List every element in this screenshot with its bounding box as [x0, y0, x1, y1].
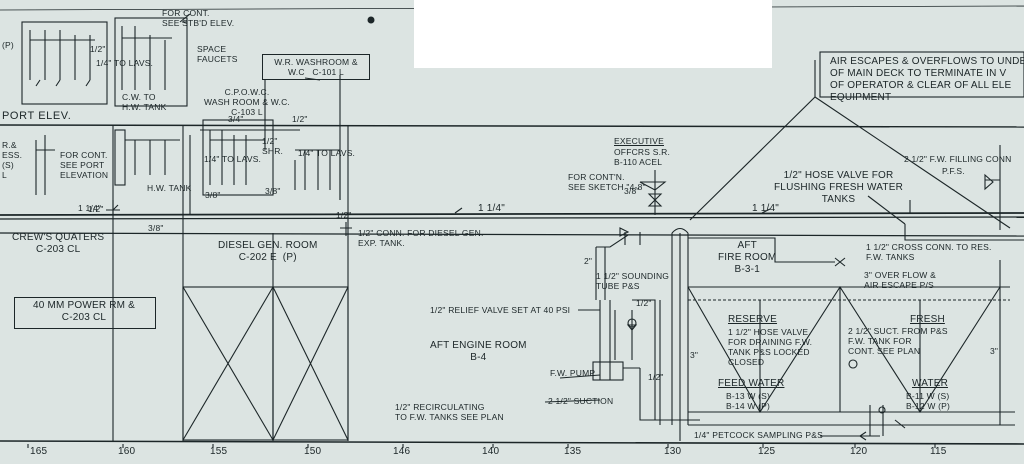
- executive-offcrs-label: OFFCRS S.R. B-110 ACEL: [614, 147, 671, 167]
- frame-number: 150: [304, 446, 322, 457]
- reserve-title: RESERVE: [728, 314, 778, 325]
- fw-pump-label: F.W. PUMP: [550, 368, 596, 378]
- three-quarter-label: 3/4": [228, 114, 244, 124]
- power-rm-box: [14, 297, 156, 329]
- reserve-note: 1 1/2" HOSE VALVE FOR DRAINING F.W. TANK…: [728, 327, 813, 367]
- cont-port-note: FOR CONT. SEE PORT ELEVATION: [60, 150, 109, 180]
- frame-number: 125: [758, 446, 776, 457]
- executive-title: EXECUTIVE: [614, 136, 664, 146]
- recirculating-label: 1/2" RECIRCULATING TO F.W. TANKS SEE PLA…: [395, 402, 504, 422]
- see-sketch-note: FOR CONT'N. SEE SKETCH "4-8": [568, 172, 646, 192]
- conn-diesel-label: 1/2" CONN. FOR DIESEL GEN. EXP. TANK.: [358, 228, 484, 248]
- petcock-label: 1/4" PETCOCK SAMPLING P&S: [694, 430, 823, 440]
- three-inch-b-label: 3": [990, 346, 999, 356]
- main-size-b-label: 1 1/4": [478, 203, 505, 214]
- fill-conn-label: 2 1/2" F.W. FILLING CONN: [904, 154, 1012, 164]
- three-eighths-b-label: 3/8": [265, 186, 281, 196]
- blank-patch: [414, 0, 772, 68]
- water-tanks: B-11 W (S) B-12 W (P): [906, 391, 951, 411]
- left-fragment-label: R.& ESS. (S) L: [2, 140, 23, 180]
- half-inch-top-label: 1/2": [90, 44, 106, 54]
- hw-tank-label: H.W. TANK: [147, 183, 192, 193]
- frame-number: 160: [118, 446, 136, 457]
- water-title: WATER: [912, 378, 948, 389]
- two-inch-label: 2": [584, 256, 593, 266]
- p-fragment: (P): [2, 40, 14, 50]
- half-inch-a-label: 1/2": [636, 298, 652, 308]
- to-lavs-mid-label: 1/4" TO LAVS.: [204, 154, 262, 164]
- half-upper-label: 1/2": [292, 114, 308, 124]
- pfs-label: P.F.S.: [942, 166, 965, 176]
- fresh-note: 2 1/2" SUCT. FROM P&S F.W. TANK FOR CONT…: [848, 326, 948, 356]
- one-half-a-label: 1/2": [88, 204, 104, 214]
- cross-conn-label: 1 1/2" CROSS CONN. TO RES. F.W. TANKS: [866, 242, 992, 262]
- main-size-c-label: 1 1/4": [752, 203, 779, 214]
- main-three-eighths-label: 3/8": [148, 223, 164, 233]
- flushing-note: 1/2" HOSE VALVE FOR FLUSHING FRESH WATER…: [774, 170, 904, 205]
- relief-valve-label: 1/2" RELIEF VALVE SET AT 40 PSI: [430, 305, 571, 315]
- three-eighths-a-label: 3/8": [205, 190, 221, 200]
- frame-number: 155: [210, 446, 228, 457]
- diesel-gen-room-label: DIESEL GEN. ROOM C-202 E (P): [218, 240, 318, 263]
- shr-label: 1/2" SHR.: [262, 136, 284, 156]
- crow-washroom-label: C.P.O.W.C. WASH ROOM & W.C. C-103 L: [204, 87, 290, 117]
- port-elev-title: PORT ELEV.: [2, 110, 72, 122]
- half-inch-b-label: 1/2": [648, 372, 664, 382]
- frame-number: 146: [393, 446, 411, 457]
- sounding-tube-label: 1 1/2" SOUNDING TUBE P&S: [596, 271, 670, 291]
- suction-label: 2 1/2" SUCTION: [548, 396, 614, 406]
- aft-fire-room-label: AFT FIRE ROOM B-3-1: [718, 240, 777, 275]
- exec-three-eighths-label: 3/8": [624, 186, 640, 196]
- aft-engine-room-label: AFT ENGINE ROOM B-4: [430, 340, 527, 363]
- space-faucets-label: SPACE FAUCETS: [197, 44, 238, 64]
- frame-number: 135: [564, 446, 582, 457]
- power-rm-label: 40 MM POWER RM & C-203 CL: [32, 300, 136, 323]
- wr-washroom-label: W.R. WASHROOM & W.C C-101 L: [274, 57, 358, 77]
- to-lavs-top-label: 1/4" TO LAVS.: [96, 58, 154, 68]
- crews-quarters-label: CREW'S QUATERS C-203 CL: [12, 232, 105, 255]
- wr-washroom-box: [262, 54, 370, 80]
- air-escapes-note: AIR ESCAPES & OVERFLOWS TO UNDE OF MAIN …: [830, 56, 1024, 103]
- main-size-a-label: 1 1/4": [78, 203, 102, 213]
- fresh-title: FRESH: [910, 314, 945, 325]
- one-half-b-label: 1/2": [336, 210, 352, 220]
- frame-number: 140: [482, 446, 500, 457]
- frame-number: 115: [930, 446, 947, 457]
- three-inch-a-label: 3": [690, 350, 699, 360]
- cont-stbd-note: FOR CONT. SEE STB'D ELEV.: [162, 8, 235, 28]
- feed-water-title: FEED WATER: [718, 378, 785, 389]
- frame-number: 165: [30, 446, 48, 457]
- to-lavs-right-label: 1/4" TO LAVS.: [298, 148, 356, 158]
- overflow-label: 3" OVER FLOW & AIR ESCAPE P/S: [864, 270, 936, 290]
- frame-number: 130: [664, 446, 682, 457]
- frame-number: 120: [850, 446, 868, 457]
- feed-water-tanks: B-13 W (S) B-14 W (P): [726, 391, 771, 411]
- cw-to-hw-tank-label: C.W. TO H.W. TANK: [122, 92, 167, 112]
